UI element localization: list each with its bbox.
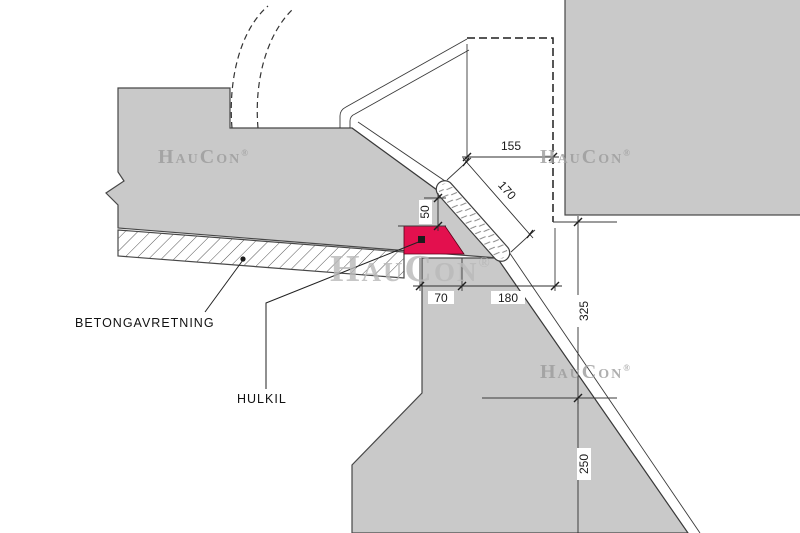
dim-325-mask [577,295,591,327]
dim-70-mask [428,291,454,304]
future-wall-dashed-outline [467,37,554,222]
waterstop-band-hatch [438,183,508,259]
dim-70-value: 70 [434,291,448,305]
future-wall-section [564,0,800,216]
leader-dot [240,256,246,262]
dim-250-value: 250 [577,454,591,474]
membrane-alt-dashed-arc-2 [256,7,295,129]
dim-325-value: 325 [577,301,591,321]
watermark-registered-icon: ® [241,148,250,158]
dim-180-mask [491,291,525,304]
dim-180-value: 180 [498,291,518,305]
watermark-top-right: HauCon® [540,146,632,168]
dim-70-180: 70 180 [413,281,562,305]
leader-hulkil [265,236,425,389]
watermark-center-large: HauCon® [330,248,492,290]
leveling-strip-hatch [118,230,404,278]
waterstop-band [435,180,511,262]
watermark-text: HauCon [158,146,241,168]
dim-50: 50 [418,193,443,231]
label-betongavretning: BETONGAVRETNING [75,316,215,330]
dim-170-mask [491,173,523,207]
dim-50-mask [419,200,432,224]
dim-325: 325 [573,216,591,404]
label-hulkil: HULKIL [237,392,287,406]
watermark-text: HauCon [330,248,479,290]
watermark-registered-icon: ® [623,148,632,158]
watermark-registered-icon: ® [623,363,632,373]
dim-155-value: 155 [501,139,521,153]
membrane-alt-dashed-arc-1 [230,5,269,129]
watermark-registered-icon: ® [479,255,492,271]
watermark-text: HauCon [540,361,623,383]
leader-square [418,236,425,243]
concrete-slab-section [105,87,500,259]
dim-155-mask [494,139,528,153]
watermark-bottom-right: HauCon® [540,361,632,383]
dim-155: 155 [462,139,559,162]
membrane-line-inner [349,49,470,128]
dim-250: 250 [577,398,591,533]
membrane-line-outer [339,38,468,128]
watermark-top-left: HauCon® [158,146,250,168]
leveling-strip [117,229,405,279]
leader-betongavretning [204,256,246,313]
dim-50-value: 50 [418,205,432,219]
watermark-text: HauCon [540,146,623,168]
watermarks: HauCon® HauCon® HauCon® HauCon® [158,146,632,383]
dim-250-mask [577,448,591,480]
